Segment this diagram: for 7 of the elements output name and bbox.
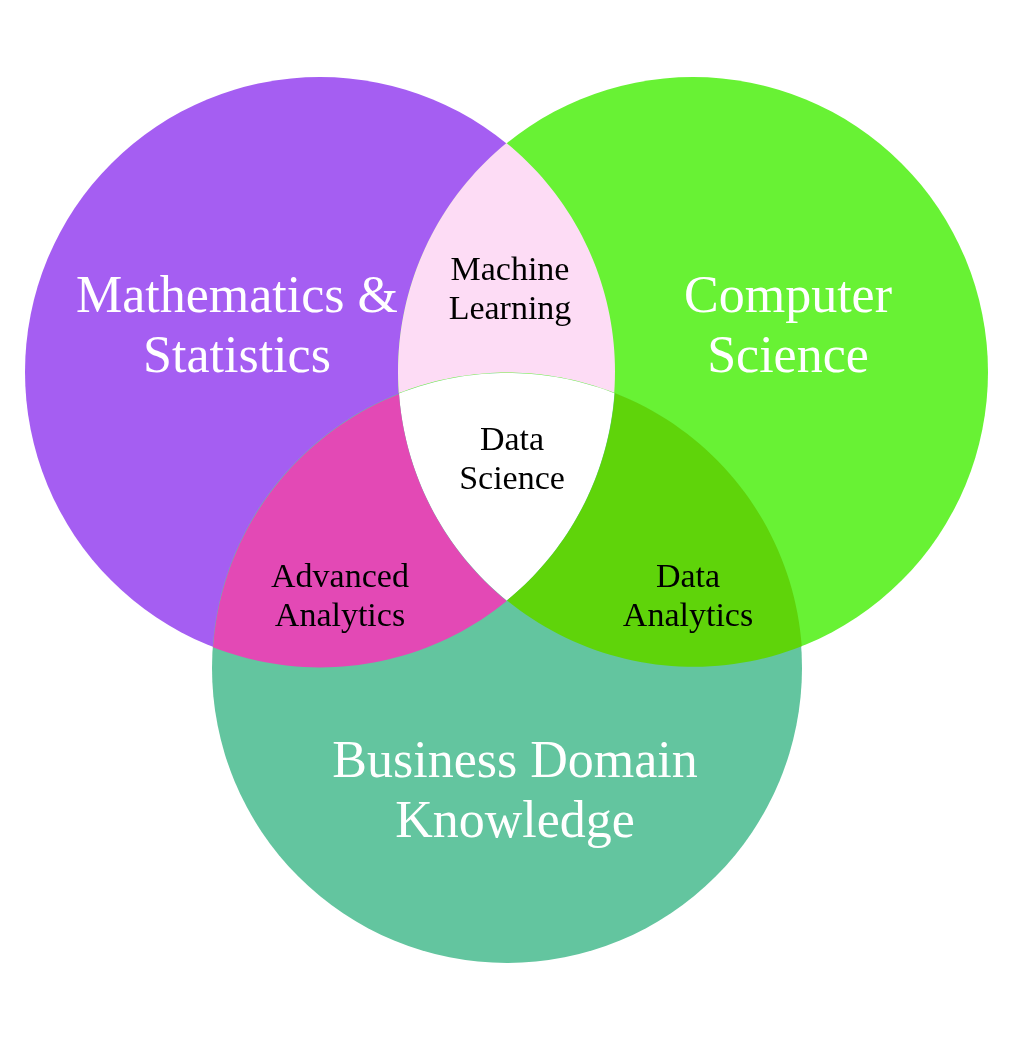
set-label: Business Domain Knowledge <box>331 730 699 850</box>
set-label: Computer Science <box>683 265 893 385</box>
overlap-label: Data Science <box>458 418 566 498</box>
overlap-label: Advanced Analytics <box>270 555 410 635</box>
overlap-label: Data Analytics <box>621 555 755 635</box>
set-label: Mathematics & Statistics <box>75 265 399 385</box>
overlap-label: Machine Learning <box>447 248 573 328</box>
